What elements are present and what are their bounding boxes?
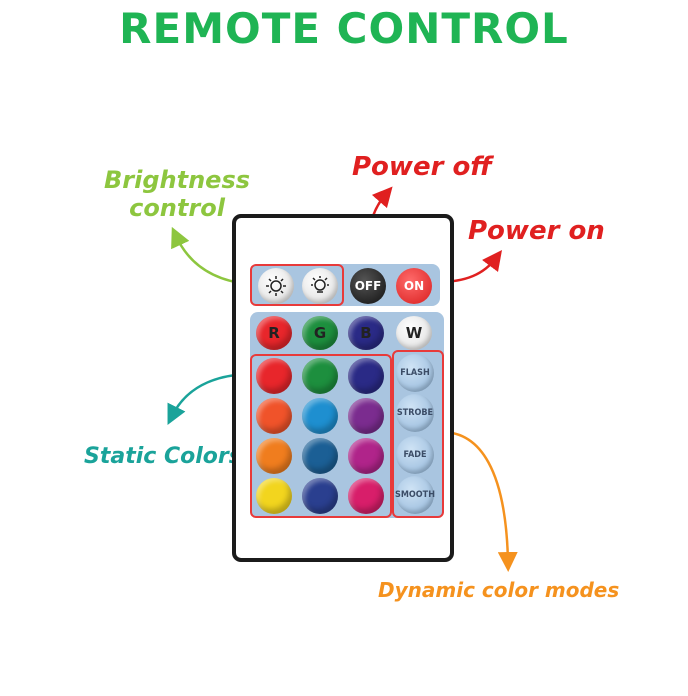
color-button[interactable] bbox=[256, 478, 292, 514]
dynamic-modes-arrow bbox=[441, 430, 518, 572]
red-button[interactable]: R bbox=[256, 316, 292, 350]
page-title: REMOTE CONTROL bbox=[119, 4, 569, 53]
dynamic-modes-outline bbox=[392, 350, 444, 518]
strobe-label: STROBE bbox=[396, 408, 434, 418]
brightness-label-line1: Brightness bbox=[104, 166, 251, 194]
color-button[interactable] bbox=[348, 478, 384, 514]
color-button[interactable] bbox=[348, 438, 384, 474]
brightness-up-icon bbox=[266, 276, 286, 296]
power-on-button[interactable]: ON bbox=[396, 268, 432, 304]
brightness-up-button[interactable] bbox=[258, 268, 294, 304]
red-label: R bbox=[268, 324, 280, 342]
color-button[interactable] bbox=[302, 478, 338, 514]
brightness-outline bbox=[250, 264, 344, 306]
brightness-down-button[interactable] bbox=[302, 268, 338, 304]
dynamic-color-modes-label: Dynamic color modes bbox=[378, 578, 620, 602]
color-button[interactable] bbox=[302, 438, 338, 474]
remote-control: OFF ON R G B W FLASH STROBE FADE SMOOTH bbox=[232, 214, 454, 562]
brightness-label-line2: control bbox=[129, 194, 225, 222]
fade-button[interactable]: FADE bbox=[396, 436, 434, 474]
green-label: G bbox=[313, 324, 327, 342]
color-button[interactable] bbox=[256, 398, 292, 434]
brightness-down-icon bbox=[311, 276, 329, 293]
static-colors-outline bbox=[250, 354, 392, 518]
power-on-label: Power on bbox=[468, 216, 605, 246]
power-off-text: OFF bbox=[354, 279, 382, 293]
white-button[interactable]: W bbox=[396, 316, 432, 350]
blue-button[interactable]: B bbox=[348, 316, 384, 350]
static-colors-label: Static Colors bbox=[84, 444, 242, 469]
power-off-label: Power off bbox=[352, 152, 492, 182]
color-button[interactable] bbox=[256, 358, 292, 394]
flash-button[interactable]: FLASH bbox=[396, 354, 434, 392]
blue-label: B bbox=[360, 324, 372, 342]
color-button[interactable] bbox=[348, 398, 384, 434]
color-button[interactable] bbox=[302, 398, 338, 434]
color-button[interactable] bbox=[256, 438, 292, 474]
fade-label: FADE bbox=[403, 450, 427, 460]
power-off-button[interactable]: OFF bbox=[350, 268, 386, 304]
color-button[interactable] bbox=[302, 358, 338, 394]
flash-label: FLASH bbox=[400, 368, 430, 378]
power-on-text: ON bbox=[403, 279, 425, 293]
green-button[interactable]: G bbox=[302, 316, 338, 350]
white-label: W bbox=[405, 324, 423, 342]
brightness-control-label: Brightness control bbox=[104, 166, 250, 222]
smooth-button[interactable]: SMOOTH bbox=[395, 476, 435, 514]
smooth-label: SMOOTH bbox=[395, 490, 435, 500]
color-button[interactable] bbox=[348, 358, 384, 394]
strobe-button[interactable]: STROBE bbox=[396, 394, 434, 432]
